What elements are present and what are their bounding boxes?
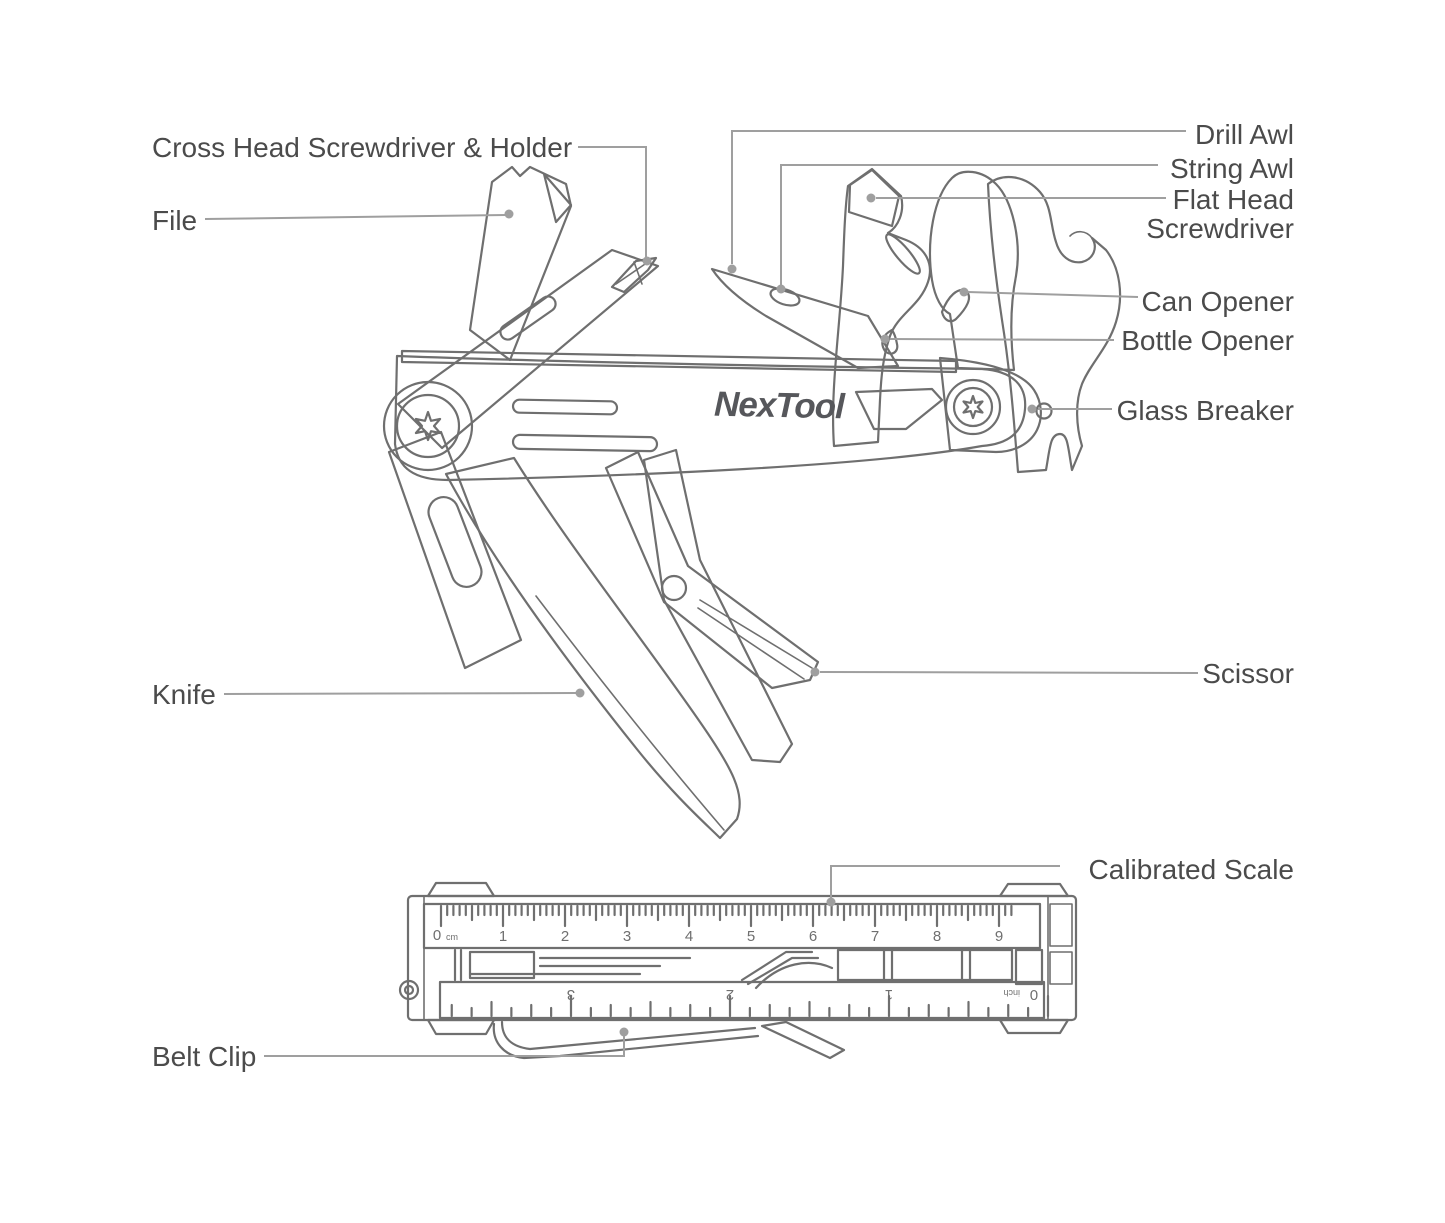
label-string-awl: String Awl [1170, 153, 1294, 184]
label-drill-awl: Drill Awl [1195, 119, 1294, 150]
handle-cutout [854, 387, 944, 431]
leader-knife [223, 688, 585, 698]
scissor-pivot-hole [660, 574, 688, 602]
label-calibrated-scale: Calibrated Scale [1089, 854, 1294, 885]
svg-text:3: 3 [567, 986, 575, 1003]
flat-head-slot [885, 233, 921, 275]
label-bottle-opener: Bottle Opener [1121, 325, 1294, 356]
leader-glass-breaker [1027, 404, 1112, 414]
back-frame [938, 356, 1042, 454]
leader-flat-head [866, 193, 1166, 203]
label-knife: Knife [152, 679, 216, 710]
leader-bottle-opener [880, 334, 1115, 344]
label-flat-head-line2: Screwdriver [1146, 213, 1294, 244]
svg-text:7: 7 [871, 928, 879, 945]
svg-text:2: 2 [726, 986, 734, 1003]
handle-slot-1 [511, 398, 619, 416]
glass-breaker-tip [1035, 402, 1053, 420]
cross-head-bit [610, 256, 658, 294]
svg-text:0: 0 [433, 927, 441, 944]
labels: Cross Head Screwdriver & Holder File Kni… [152, 119, 1294, 1072]
can-opener-tool [928, 170, 1019, 372]
svg-text:4: 4 [685, 928, 693, 945]
svg-text:6: 6 [809, 928, 817, 945]
hook-curl-line [1069, 230, 1093, 239]
closed-body [406, 894, 1078, 1022]
file-fold-corner [542, 172, 573, 224]
spine-bar [400, 349, 958, 374]
cm-ruler: 1 2 3 4 5 6 7 8 9 0 cm [433, 904, 1013, 945]
svg-text:3: 3 [623, 928, 631, 945]
right-pivot-inner [952, 386, 994, 428]
folded-tools-detail [453, 948, 1044, 990]
cross-head-flutes [615, 261, 649, 285]
leader-lines [204, 130, 1199, 1057]
svg-text:8: 8 [933, 928, 941, 945]
svg-text:2: 2 [561, 928, 569, 945]
brand-logo: NexTool [714, 385, 847, 427]
svg-text:1: 1 [499, 928, 507, 945]
leader-string-awl [776, 164, 1158, 294]
leader-scissor [810, 667, 1199, 677]
left-pivot-inner [395, 393, 461, 459]
label-file: File [152, 205, 197, 236]
svg-text:inch: inch [1003, 988, 1020, 998]
right-cap-detail-2 [1049, 951, 1073, 985]
label-flat-head-line1: Flat Head [1173, 184, 1294, 215]
left-axle [398, 979, 420, 1001]
knife-blade [444, 456, 741, 840]
svg-text:cm: cm [446, 932, 458, 942]
holder-arm-slot [499, 295, 557, 341]
file-tool [468, 165, 573, 362]
holder-arm [396, 248, 660, 450]
leader-can-opener [959, 287, 1139, 298]
svg-text:5: 5 [747, 928, 755, 945]
handle-slot-2 [511, 433, 659, 453]
lower-arm [387, 430, 523, 670]
leader-drill-awl [727, 130, 1186, 274]
left-pivot-outer [382, 380, 474, 472]
right-pivot-outer [944, 378, 1002, 436]
flat-head-tool [831, 167, 932, 448]
label-scissor: Scissor [1202, 658, 1294, 689]
belt-clip-part [492, 1020, 846, 1060]
opener-hook-tool [986, 175, 1122, 474]
label-cross-head: Cross Head Screwdriver & Holder [152, 132, 572, 163]
inch-ruler-strip [438, 980, 1046, 1020]
knife-bevel-line [535, 595, 725, 831]
leader-calibrated-scale [826, 865, 1060, 907]
can-opener-beak [940, 289, 971, 323]
leader-belt-clip [264, 1027, 629, 1057]
leader-cross-head [578, 146, 652, 266]
handle-body [393, 354, 1027, 482]
label-glass-breaker: Glass Breaker [1117, 395, 1294, 426]
flat-head-tip [847, 168, 901, 228]
lower-arm-slot [427, 496, 483, 588]
label-belt-clip: Belt Clip [152, 1041, 256, 1072]
cm-ruler-strip [422, 902, 1042, 950]
scissor-bevel-lines [697, 599, 813, 680]
right-cap-detail-1 [1049, 903, 1073, 947]
svg-text:1: 1 [885, 986, 893, 1003]
inch-ruler: 1 2 3 0 inch [450, 986, 1050, 1018]
multitool-closed-artwork: 1 2 3 4 5 6 7 8 9 0 cm 1 2 3 0 inch [398, 881, 1078, 1060]
label-can-opener: Can Opener [1141, 286, 1294, 317]
left-axle-pin [403, 984, 415, 996]
multitool-open-artwork: NexTool [382, 165, 1122, 840]
leader-file [204, 209, 514, 220]
svg-text:0: 0 [1030, 986, 1038, 1003]
right-torx-icon [962, 394, 984, 420]
left-torx-icon [414, 410, 442, 442]
string-awl-eye [769, 287, 801, 307]
svg-text:9: 9 [995, 928, 1003, 945]
scissor-blade-b [642, 448, 794, 764]
